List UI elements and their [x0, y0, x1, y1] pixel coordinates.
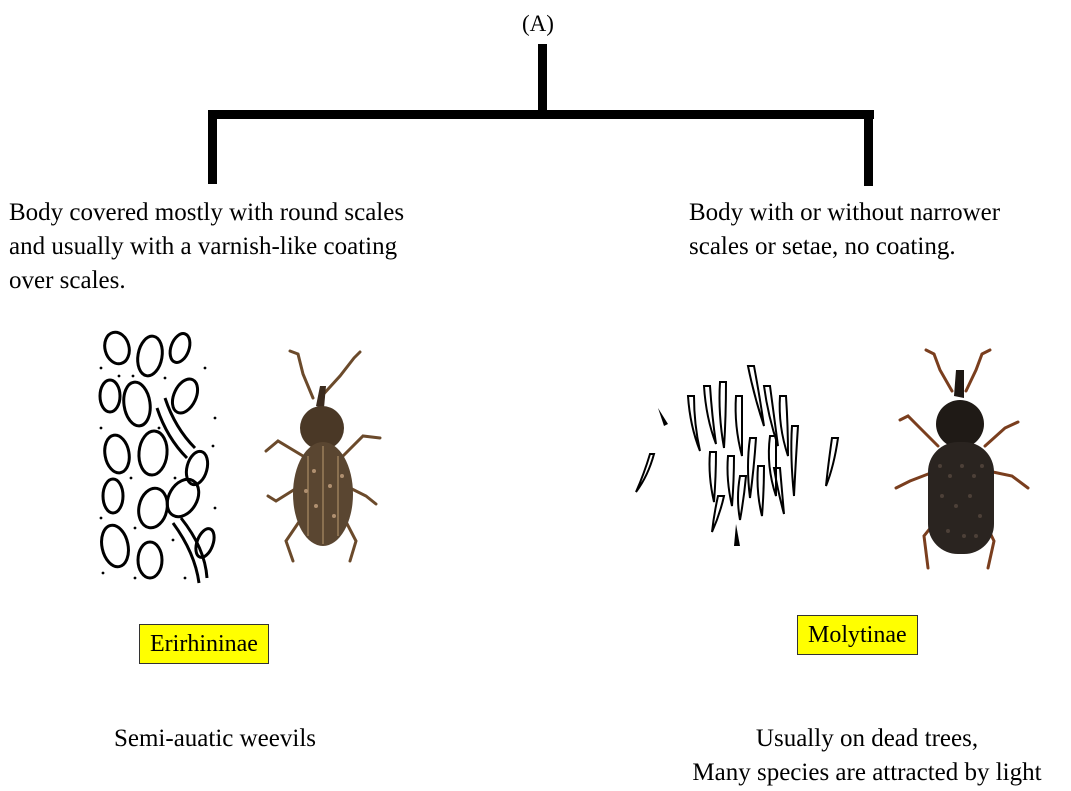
taxon-erirhininae: Erirhininae [139, 624, 269, 664]
left-description: Body covered mostly with round scales an… [9, 196, 489, 298]
bracket-right-drop [864, 110, 873, 186]
taxon-molytinae: Molytinae [797, 615, 918, 655]
round-scales-illustration [95, 328, 225, 588]
right-description: Body with or without narrower scales or … [689, 196, 1069, 264]
bracket-stem [538, 44, 547, 114]
node-label: (A) [522, 10, 554, 38]
right-habitat-note: Usually on dead trees, Many species are … [662, 722, 1071, 790]
bracket-left-drop [208, 110, 217, 184]
weevil-brown-photo [258, 346, 388, 566]
left-habitat-note: Semi-auatic weevils [60, 722, 370, 756]
weevil-black-photo [890, 346, 1035, 576]
narrow-setae-illustration [628, 356, 848, 546]
bracket-crossbar [208, 110, 874, 119]
